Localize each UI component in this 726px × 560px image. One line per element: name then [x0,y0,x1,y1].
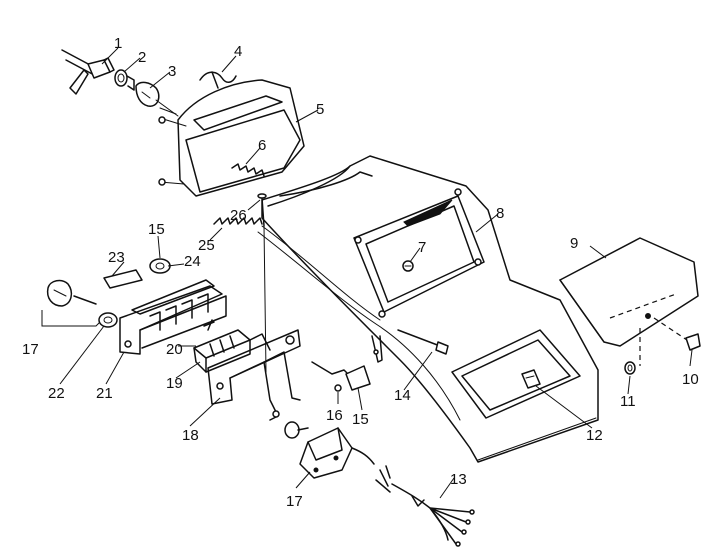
callout-13: 13 [450,471,467,488]
hood-screw [402,260,414,272]
long-bolt [397,329,449,355]
callout-19: 19 [166,375,183,392]
callout-9: 9 [570,235,578,252]
side-panel [559,237,699,347]
panel-screw [653,317,701,351]
callout-15-lower: 15 [352,411,369,428]
linkage-rods [155,99,461,421]
callout-18: 18 [182,427,199,444]
adjuster-spring-upper [231,163,265,177]
mounting-bracket [207,329,301,421]
callout-26: 26 [230,207,247,224]
callout-7: 7 [418,239,426,256]
callout-14: 14 [394,387,411,404]
toggle-switch [193,319,251,373]
group-bracket-17 [41,310,101,327]
callout-17-upper: 17 [22,341,39,358]
callout-22: 22 [48,385,65,402]
panel-nut [624,328,641,375]
headlight-socket [61,49,115,95]
wiring-harness [375,465,475,547]
callout-8: 8 [496,205,504,222]
callout-6: 6 [258,137,266,154]
headlight-bulb [135,81,160,107]
callout-11: 11 [620,393,636,410]
headlight-housing [158,79,305,197]
cable-clamp [311,361,371,392]
hood-cowl [261,155,599,463]
callout-21: 21 [96,385,113,402]
callout-5: 5 [316,101,324,118]
callout-2: 2 [138,49,146,66]
callout-12: 12 [586,427,603,444]
callout-1: 1 [114,35,122,52]
connector-block [284,421,375,479]
callout-23: 23 [108,249,125,266]
callout-17-lower: 17 [286,493,303,510]
callout-20: 20 [166,341,183,358]
callout-25: 25 [198,237,215,254]
callout-10: 10 [682,371,699,388]
callout-3: 3 [168,63,176,80]
callout-24: 24 [184,253,201,270]
callout-4: 4 [234,43,242,60]
retaining-clip [199,71,237,89]
adjuster-spring-lower [213,217,263,225]
label-plate [103,269,143,289]
indicator-socket [149,258,171,274]
ignition-switch [46,279,118,328]
wiring-grommet [521,369,541,389]
callout-15-upper: 15 [148,221,165,238]
callout-16: 16 [326,407,343,424]
bulb-base [114,69,135,91]
console-bracket [119,279,227,355]
leader-lines [59,47,693,499]
